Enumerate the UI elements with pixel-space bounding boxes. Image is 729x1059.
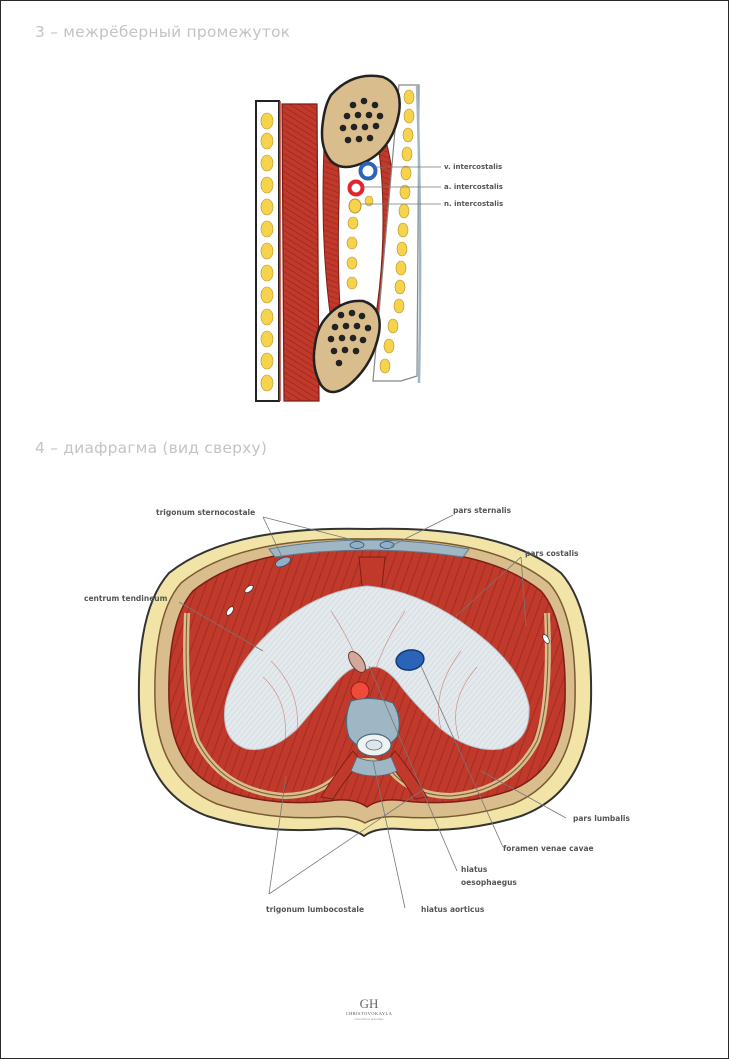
pleura-line <box>415 84 422 384</box>
lower-rib <box>312 299 381 394</box>
external-muscle-layer <box>281 103 320 402</box>
lower-rib-marrow <box>327 309 372 367</box>
intercostal-nerve <box>348 198 362 214</box>
upper-rib-marrow <box>339 97 384 144</box>
intercostal-vein <box>358 161 378 181</box>
section3-leader-lines <box>361 166 441 205</box>
label-pars-costalis: pars costalis <box>525 549 579 558</box>
rib-vessel-left <box>244 584 254 594</box>
fat-globules-left <box>260 112 274 392</box>
label-hiatus-oesophaegus-line2: oesophaegus <box>461 878 517 887</box>
foramen-venae-cavae-opening <box>395 649 425 671</box>
logo-subtitle: anatomical drawings <box>354 1017 384 1021</box>
logo-name: CHRISTOVOKAYLA <box>345 1011 393 1016</box>
label-n-intercostalis: n. intercostalis <box>444 200 503 208</box>
section4-leader-lines <box>178 514 567 909</box>
label-pars-lumbalis: pars lumbalis <box>573 814 631 823</box>
central-tendon <box>223 585 530 751</box>
label-trigonum-lumbocostale: trigonum lumbocostale <box>266 905 364 914</box>
sternal-vessel-left <box>349 541 365 549</box>
intercostal-artery <box>347 179 365 197</box>
brand-logo: GH CHRISTOVOKAYLA anatomical drawings <box>341 997 397 1022</box>
label-trigonum-sternocostale: trigonum sternocostale <box>156 508 255 517</box>
tendon-fiber-streaks <box>262 610 478 742</box>
fat-globules-right <box>379 89 415 374</box>
label-hiatus-oesophaegus-line1: hiatus <box>461 865 488 874</box>
oesophagus-opening <box>348 651 366 673</box>
label-a-intercostalis: a. intercostalis <box>444 183 503 191</box>
label-centrum-tendineum: centrum tendineum <box>84 594 168 603</box>
sternal-vessel-right <box>379 541 395 549</box>
label-foramen-venae-cavae: foramen venae cavae <box>503 844 594 853</box>
label-v-intercostalis: v. intercostalis <box>444 163 502 171</box>
label-pars-sternalis: pars sternalis <box>453 506 512 515</box>
sternal-region <box>268 539 470 558</box>
rib-vessel-left-2 <box>226 606 234 616</box>
upper-rib <box>320 74 401 169</box>
section-title-diaphragm: 4 – диафрагма (вид сверху) <box>35 439 268 457</box>
section-title-intercostal-space: 3 – межрёберный промежуток <box>35 23 291 41</box>
rib-vessel-right <box>542 634 550 644</box>
intercostal-space-figure: v. intercostalis a. intercostalis n. int… <box>255 74 503 402</box>
logo-mark: GH <box>359 996 379 1011</box>
costal-vessel-left <box>275 556 291 568</box>
fat-globules-middle <box>346 195 374 290</box>
diaphragm-figure: trigonum sternocostale pars sternalis pa… <box>84 506 631 914</box>
label-hiatus-aorticus: hiatus aorticus <box>421 905 485 914</box>
aorta-opening <box>350 681 370 701</box>
